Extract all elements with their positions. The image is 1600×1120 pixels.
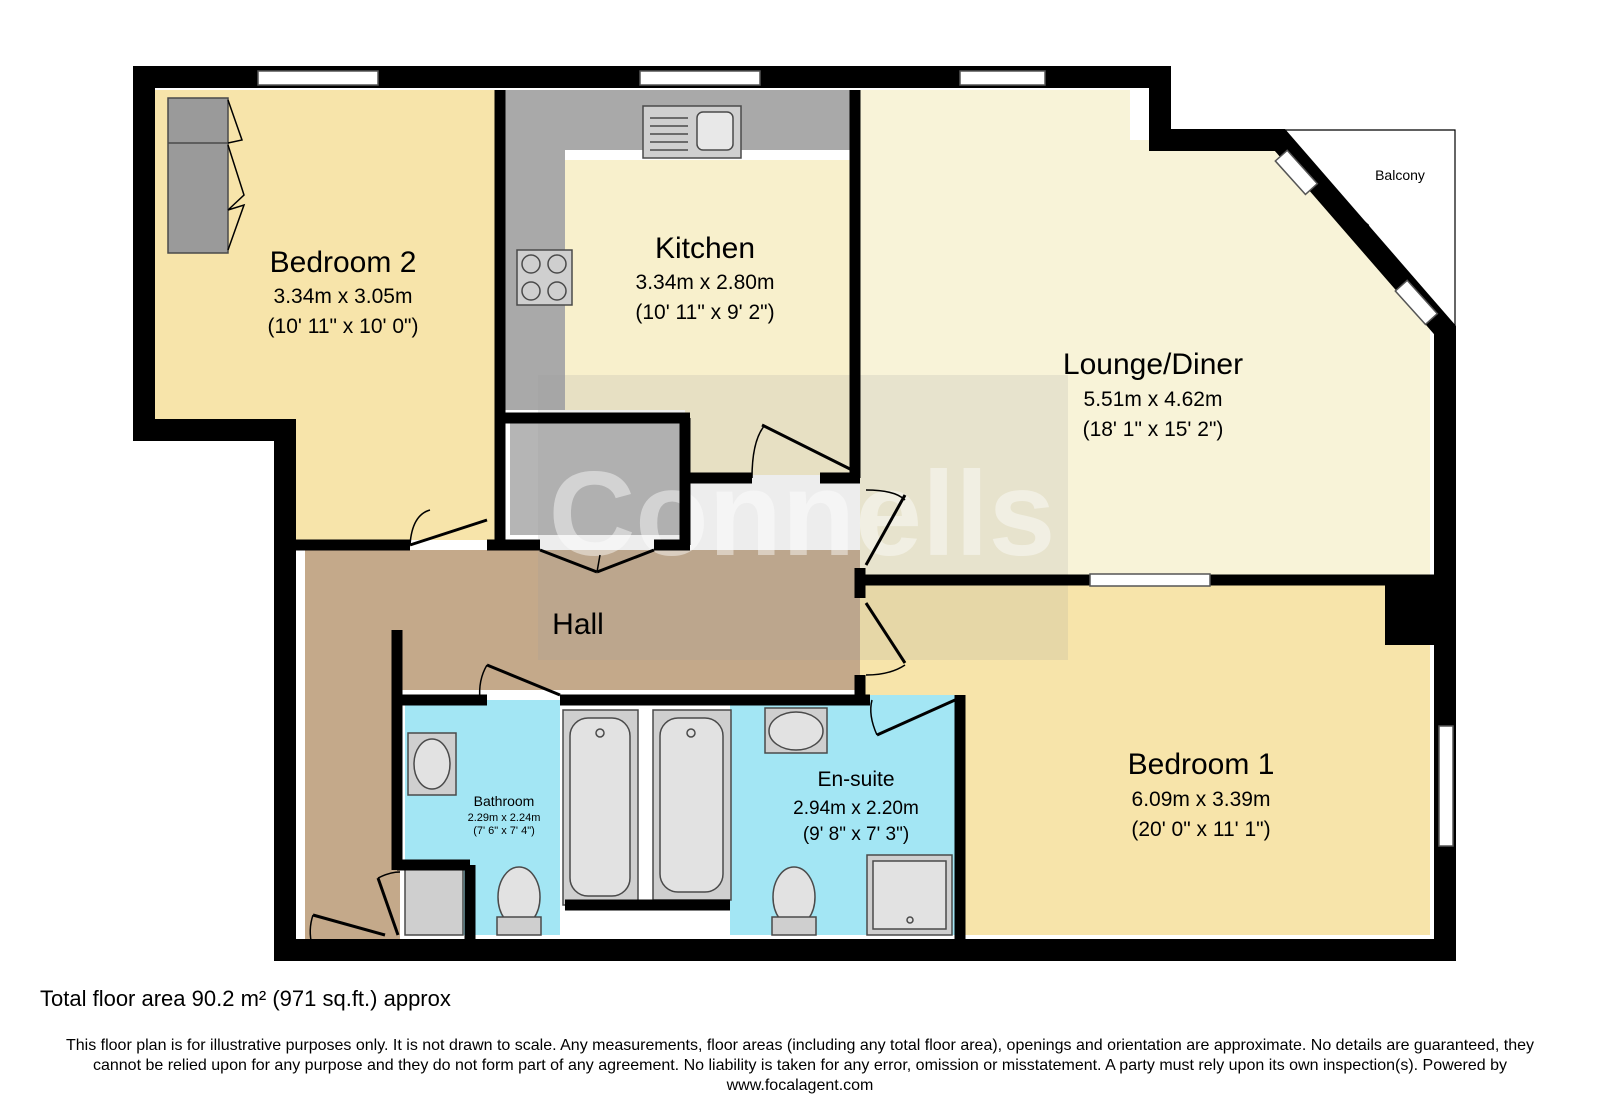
bathroom-metric: 2.29m x 2.24m [468, 812, 541, 824]
door-arc-icon [870, 699, 878, 736]
floor-plan: Connells [133, 66, 1456, 961]
ensuite-bath-icon [652, 709, 732, 901]
hall-area [305, 550, 860, 950]
bedroom-2-name: Bedroom 2 [270, 246, 417, 279]
window [1438, 725, 1454, 847]
window [639, 70, 761, 86]
column [1385, 585, 1440, 645]
hob-icon [516, 249, 573, 306]
door-icon [409, 518, 488, 547]
kitchen-imperial: (10' 11" x 9' 2") [635, 301, 774, 324]
basin-icon [407, 732, 457, 796]
hall-name: Hall [552, 608, 604, 641]
bathroom-imperial: (7' 6" x 7' 4") [473, 825, 535, 837]
door-icon [539, 548, 655, 574]
sink-icon [642, 105, 742, 159]
total-floor-area: Total floor area 90.2 m² (971 sq.ft.) ap… [40, 986, 451, 1011]
wardrobe [167, 97, 229, 254]
door-icon [876, 698, 956, 737]
door-arc-icon [751, 424, 766, 479]
balcony-door-icon [1274, 149, 1439, 326]
ensuite-metric: 2.94m x 2.20m [793, 798, 919, 819]
door-icon [761, 423, 853, 472]
wardrobe-door-icon [227, 99, 246, 251]
lounge-diner-area [860, 90, 1430, 575]
disclaimer-text: This floor plan is for illustrative purp… [65, 1037, 1535, 1094]
shower-icon [866, 854, 953, 936]
door-arc-icon [309, 914, 314, 946]
door-arc-icon [865, 664, 906, 676]
bedroom-1-metric: 6.09m x 3.39m [1132, 788, 1271, 811]
bath-icon [562, 709, 639, 906]
kitchen-area [565, 160, 850, 475]
balcony-name: Balcony [1375, 167, 1425, 183]
bedroom-2-area [155, 90, 495, 540]
window [257, 70, 379, 86]
window [959, 70, 1046, 86]
lounge-diner-imperial: (18' 1" x 15' 2") [1083, 418, 1224, 441]
door-arc-icon [596, 554, 601, 573]
door-icon [376, 877, 400, 936]
ensuite-toilet-icon [771, 866, 817, 936]
door-arc-icon [409, 509, 431, 546]
hall-cupboard [404, 867, 464, 936]
door-arc-icon [478, 664, 488, 701]
door-arc-icon [377, 871, 401, 879]
door-icon [864, 602, 907, 664]
bathroom-name: Bathroom [474, 793, 535, 809]
ensuite-imperial: (9' 8" x 7' 3") [803, 824, 909, 845]
door-arc-icon [865, 489, 906, 501]
lounge-diner-name: Lounge/Diner [1063, 348, 1243, 381]
outer-wall [133, 66, 1456, 961]
cupboard-area [510, 420, 680, 535]
window [1089, 573, 1211, 587]
door-icon [864, 494, 907, 566]
bedroom-2-imperial: (10' 11" x 10' 0") [268, 315, 419, 338]
bedroom-1-imperial: (20' 0" x 11' 1") [1131, 818, 1270, 841]
bedroom-1-name: Bedroom 1 [1128, 748, 1275, 781]
door-icon [486, 663, 561, 697]
ensuite-basin-icon [764, 707, 828, 754]
bedroom-1-area [860, 585, 1430, 935]
internal-walls [295, 90, 1440, 945]
kitchen-name: Kitchen [655, 232, 755, 265]
ensuite-name: En-suite [817, 768, 894, 791]
kitchen-metric: 3.34m x 2.80m [636, 271, 775, 294]
bedroom-2-metric: 3.34m x 3.05m [274, 285, 413, 308]
door-icon [312, 913, 386, 937]
toilet-icon [496, 866, 542, 936]
lounge-diner-metric: 5.51m x 4.62m [1084, 388, 1223, 411]
